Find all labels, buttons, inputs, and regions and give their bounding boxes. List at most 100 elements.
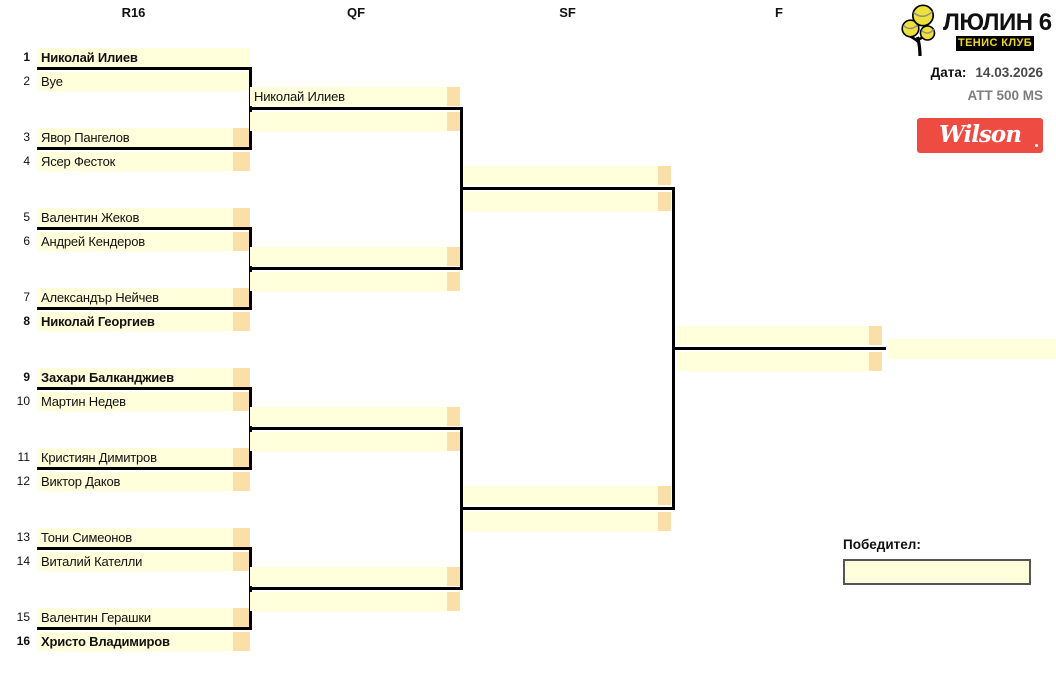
winner-label: Победител:	[843, 537, 921, 552]
score-box	[233, 632, 250, 651]
bracket-connector	[249, 587, 463, 590]
seed-number: 10	[16, 394, 30, 408]
sf-slot-cell	[464, 486, 658, 505]
sponsor-logo: Wilson	[917, 118, 1043, 153]
round-header-f: F	[775, 5, 783, 20]
player-name-cell: Кристиян Димитров	[37, 448, 233, 467]
seed-number: 7	[23, 290, 30, 304]
score-box	[233, 152, 250, 171]
score-box	[233, 368, 250, 387]
score-box	[658, 166, 671, 185]
round-header-r16: R16	[121, 5, 146, 20]
score-box	[233, 448, 250, 467]
category-label: ATT 500 MS	[967, 88, 1043, 103]
qf-slot-cell	[250, 112, 447, 131]
seed-number: 16	[16, 634, 30, 648]
seed-number: 2	[23, 74, 30, 88]
score-box	[233, 392, 250, 411]
bracket-connector	[249, 427, 463, 430]
seed-number: 14	[16, 554, 30, 568]
seed-number: 12	[16, 474, 30, 488]
score-box	[233, 232, 250, 251]
score-box	[658, 486, 671, 505]
club-subtitle-badge: ТЕНИС КЛУБ	[956, 36, 1034, 51]
seed-number: 13	[16, 530, 30, 544]
seed-number: 15	[16, 610, 30, 624]
seed-number: 5	[23, 210, 30, 224]
score-box	[233, 528, 250, 547]
score-box	[233, 208, 250, 227]
date-line: Дата:14.03.2026	[931, 65, 1043, 80]
bracket-connector	[672, 347, 886, 350]
final-slot-cell	[677, 326, 869, 345]
player-name-cell: Ясер Фесток	[37, 152, 233, 171]
seed-number: 8	[23, 314, 30, 328]
player-name-cell: Николай Георгиев	[37, 312, 233, 331]
trademark-dot	[1035, 144, 1038, 147]
qf-slot-cell	[250, 567, 447, 586]
final-slot-cell	[677, 352, 869, 371]
player-name-cell: Виталий Кателли	[37, 552, 233, 571]
score-box	[447, 407, 460, 426]
bracket-connector	[37, 387, 252, 390]
club-name: ЛЮЛИН 6	[943, 9, 1052, 36]
seed-number: 4	[23, 154, 30, 168]
score-box	[447, 112, 460, 131]
champion-cell	[888, 339, 1056, 359]
score-box	[447, 247, 460, 266]
score-box	[447, 592, 460, 611]
score-box	[233, 288, 250, 307]
date-value: 14.03.2026	[975, 65, 1043, 80]
player-name-cell: Явор Пангелов	[37, 128, 233, 147]
sf-slot-cell	[464, 512, 658, 531]
player-name-cell: Захари Балканджиев	[37, 368, 233, 387]
player-name-cell: Виктор Даков	[37, 472, 233, 491]
sf-slot-cell	[464, 192, 658, 211]
score-box	[869, 352, 882, 371]
score-box	[447, 272, 460, 291]
score-box	[233, 552, 250, 571]
qf-slot-cell	[250, 247, 447, 266]
bracket-connector	[249, 107, 463, 110]
score-box	[447, 432, 460, 451]
player-name-cell: Мартин Недев	[37, 392, 233, 411]
score-box	[233, 472, 250, 491]
score-box	[233, 312, 250, 331]
player-name-cell: Христо Владимиров	[37, 632, 233, 651]
tennis-tree-icon	[901, 4, 936, 56]
score-box	[233, 608, 250, 627]
qf-slot-cell	[250, 592, 447, 611]
seed-number: 1	[23, 50, 30, 64]
score-box	[447, 567, 460, 586]
player-name-cell: Валентин Герашки	[37, 608, 233, 627]
bracket-connector	[37, 307, 252, 310]
seed-number: 11	[17, 450, 30, 464]
player-name-cell: Андрей Кендеров	[37, 232, 233, 251]
winner-input-box[interactable]	[843, 559, 1031, 585]
qf-slot-cell	[250, 432, 447, 451]
player-name-cell: Bye	[37, 72, 250, 91]
sponsor-name: Wilson	[939, 121, 1022, 148]
bracket-connector	[37, 467, 252, 470]
bracket-connector	[37, 227, 252, 230]
score-box	[658, 512, 671, 531]
seed-number: 6	[23, 234, 30, 248]
qf-slot-cell	[250, 272, 447, 291]
seed-number: 3	[23, 130, 30, 144]
bracket-connector	[37, 67, 252, 70]
score-box	[447, 87, 460, 106]
bracket-connector	[37, 547, 252, 550]
qf-slot-cell	[250, 407, 447, 426]
player-name-cell: Тони Симеонов	[37, 528, 233, 547]
player-name-cell: Александър Нейчев	[37, 288, 233, 307]
round-header-qf: QF	[346, 5, 366, 20]
score-box	[658, 192, 671, 211]
round-header-sf: SF	[559, 5, 576, 20]
bracket-connector	[37, 147, 252, 150]
bracket-connector	[249, 267, 463, 270]
sf-slot-cell	[464, 166, 658, 185]
player-name-cell: Николай Илиев	[37, 48, 250, 67]
bracket-connector	[37, 627, 252, 630]
bracket-connector	[460, 187, 675, 190]
